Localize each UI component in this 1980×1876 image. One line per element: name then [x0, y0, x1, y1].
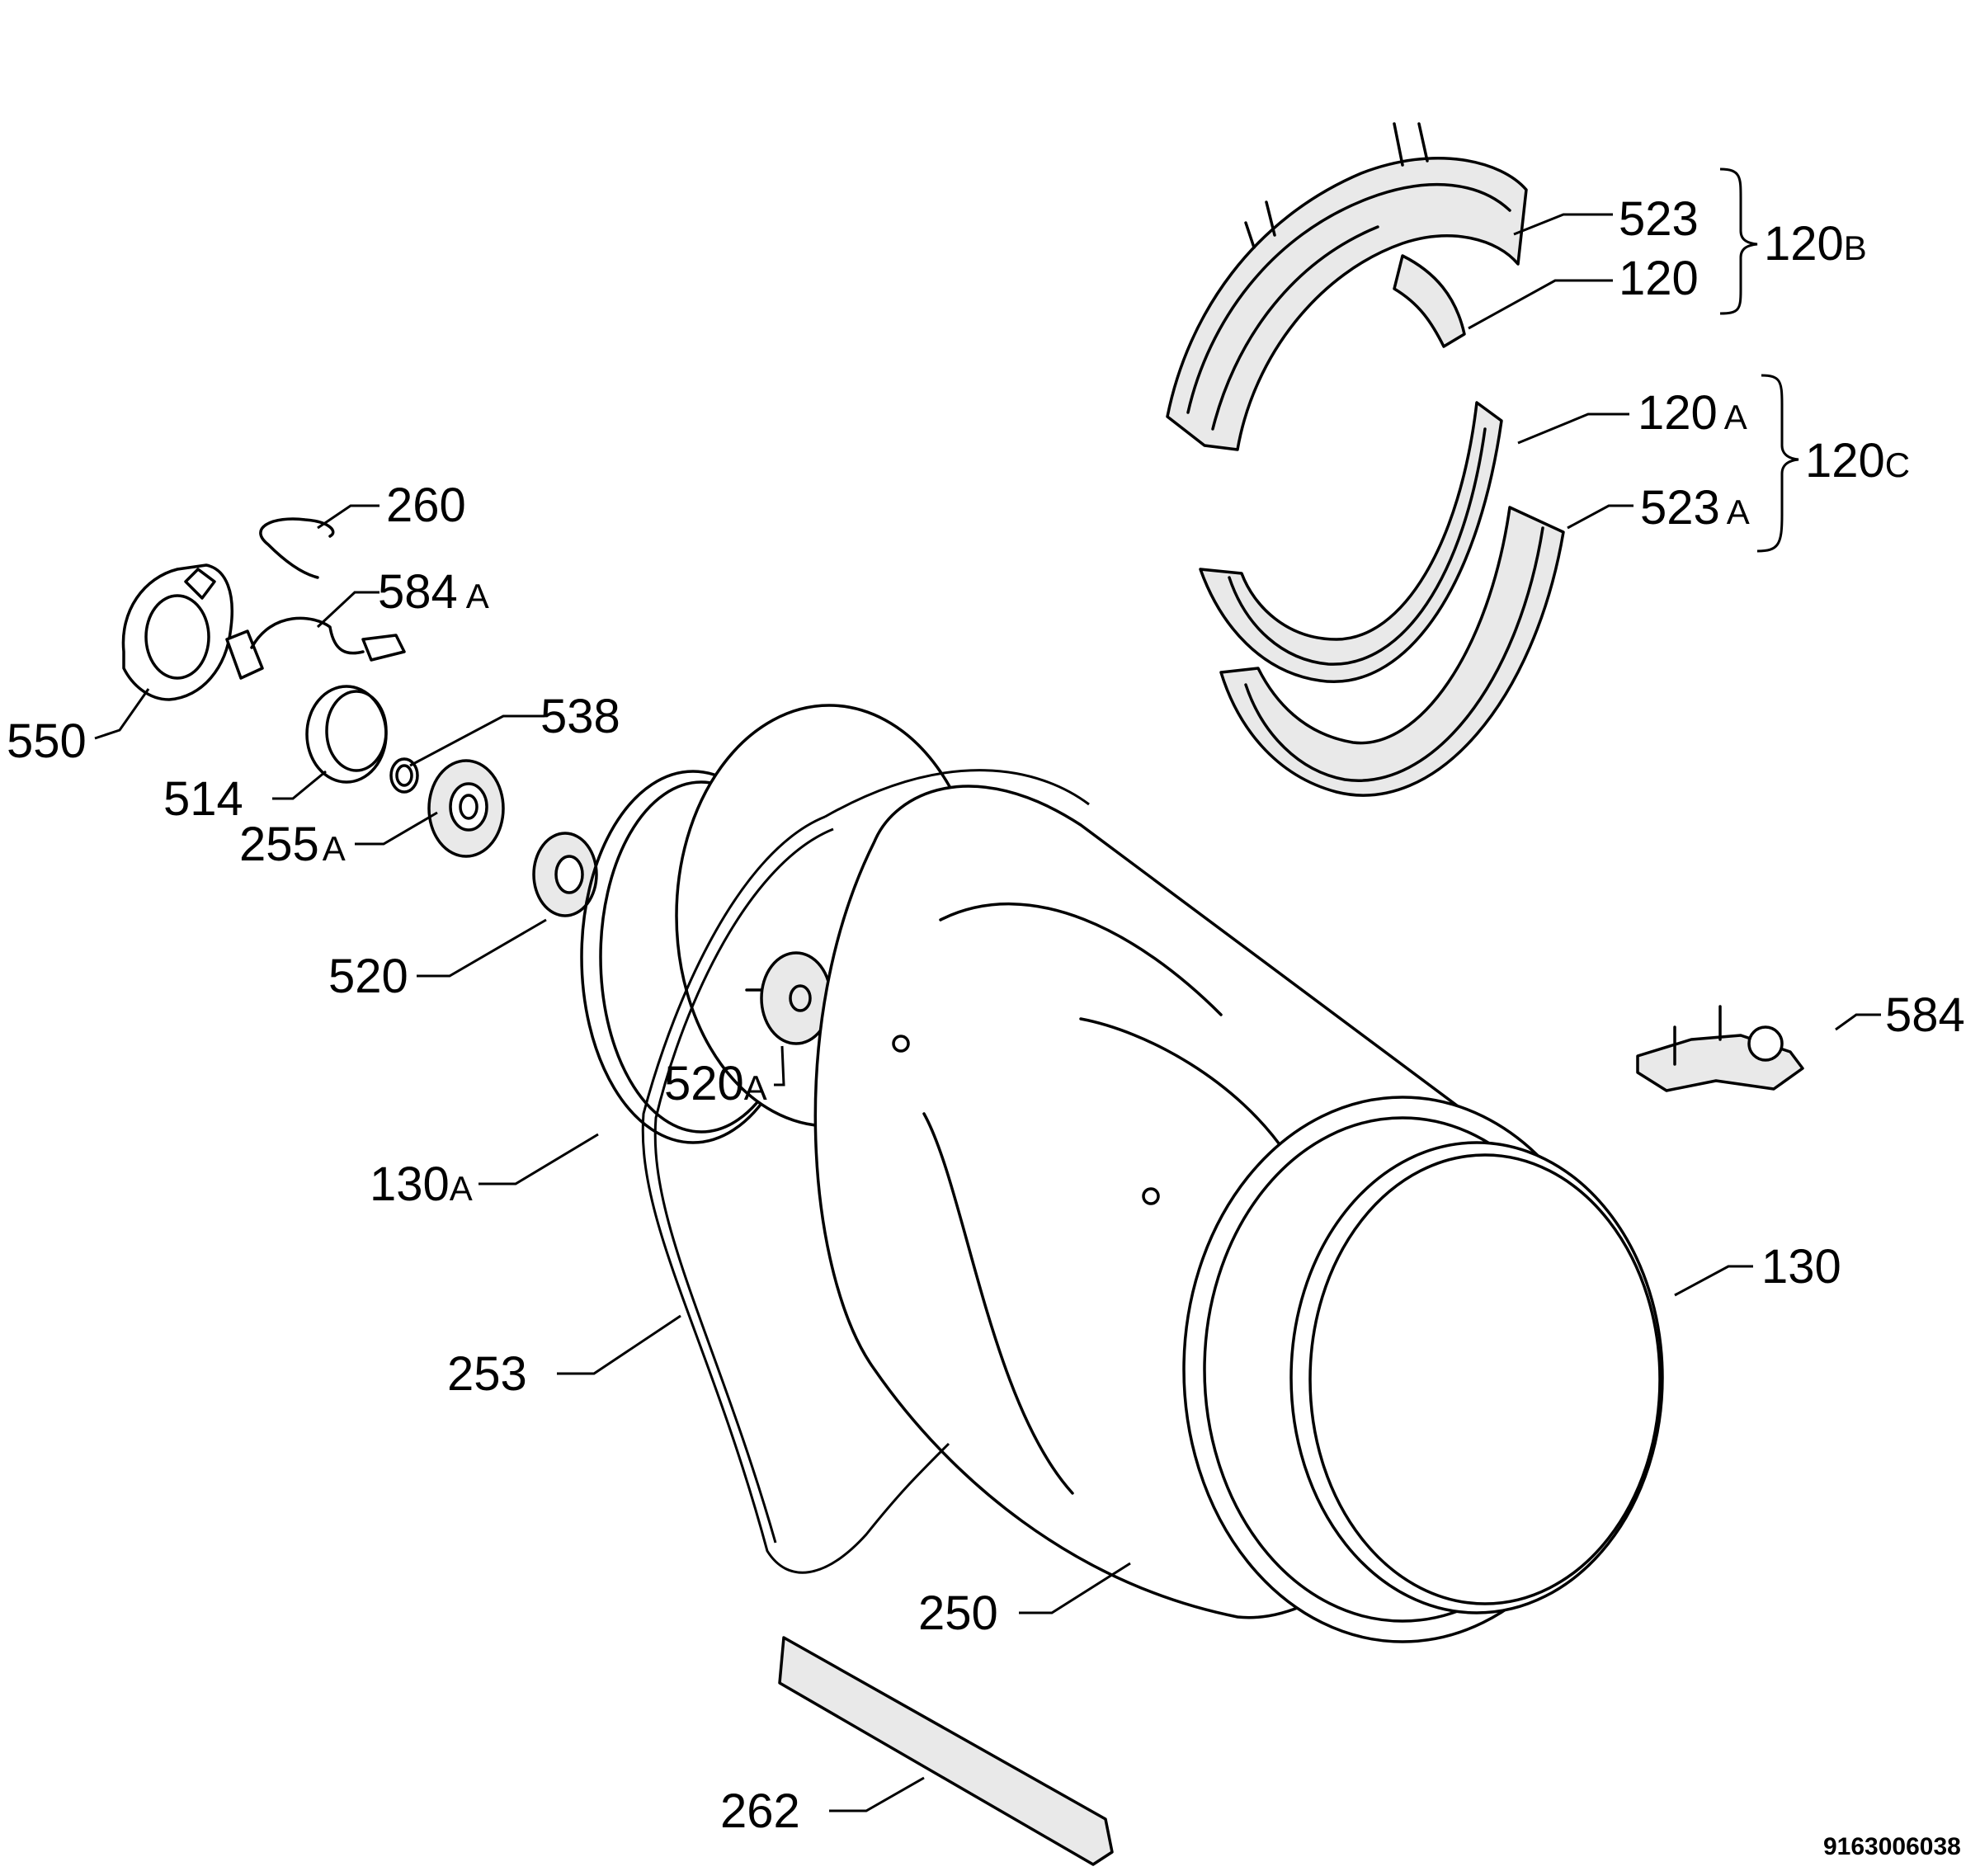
leader-lines — [94, 213, 1881, 1812]
label-262: 262 — [720, 1784, 800, 1838]
label-514: 514 — [163, 772, 243, 826]
part-584a-sensor — [225, 616, 406, 680]
label-120c: 120C — [1805, 434, 1910, 488]
part-523a-lower-outer-arc — [1219, 506, 1565, 797]
part-584-sensor-assembly — [1636, 1005, 1804, 1092]
part-523-upper-filter-arc — [1166, 122, 1528, 451]
part-260-clip — [259, 517, 335, 579]
part-120-small-insert — [1393, 254, 1466, 348]
part-520-bearing — [532, 832, 598, 917]
label-550: 550 — [7, 714, 87, 768]
brace-120c — [1756, 374, 1799, 553]
label-130: 130 — [1761, 1240, 1841, 1294]
label-260: 260 — [386, 478, 466, 532]
part-253-drive-belt — [641, 769, 1090, 1574]
part-262-strip — [778, 1636, 1114, 1866]
label-255a: 255A — [239, 818, 346, 871]
label-523: 523 — [1619, 192, 1699, 246]
label-120b: 120B — [1764, 217, 1867, 271]
part-120a-lower-inner-arc — [1199, 401, 1503, 683]
label-130a: 130A — [370, 1157, 473, 1211]
label-538: 538 — [540, 690, 620, 743]
label-520: 520 — [328, 950, 408, 1003]
part-538-washer — [389, 757, 419, 794]
brace-120b — [1719, 167, 1758, 315]
part-514-ring — [305, 685, 388, 784]
part-130-front-seal — [1289, 1141, 1664, 1614]
label-520a: 520A — [664, 1057, 767, 1110]
label-120: 120 — [1619, 252, 1699, 305]
part-550-bracket — [121, 563, 233, 701]
document-id: 9163006038 — [1823, 1833, 1961, 1860]
label-584: 584 — [1885, 988, 1965, 1042]
part-255a-bearing-flange — [427, 759, 505, 858]
label-250: 250 — [918, 1586, 998, 1640]
label-253: 253 — [447, 1347, 527, 1401]
